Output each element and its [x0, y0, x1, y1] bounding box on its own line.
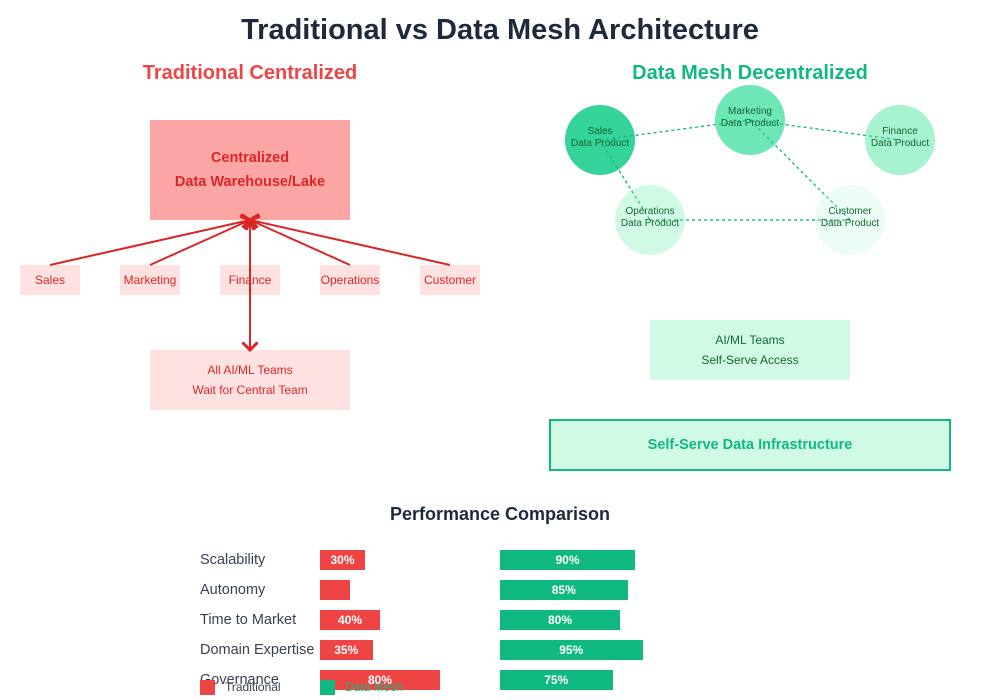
- dept-box-operations: [320, 265, 380, 295]
- warehouse-label-line2: Data Warehouse/Lake: [174, 174, 326, 190]
- flow-arrow-sales: [49, 220, 250, 266]
- performance-title: Performance Comparison: [389, 504, 611, 524]
- traditional-teams-line1: All AI/ML Teams: [207, 363, 293, 377]
- infrastructure-box: [549, 419, 951, 471]
- flow-arrow-marketing: [149, 220, 250, 266]
- flow-arrow-operations: [250, 220, 351, 266]
- infrastructure-label: Self-Serve Data Infrastructure: [647, 437, 853, 453]
- traditional-bar: 30%: [320, 550, 365, 570]
- traditional-bar: 35%: [320, 640, 373, 660]
- mesh-bar: 90%: [500, 550, 635, 570]
- dept-box-customer: [420, 265, 480, 295]
- mesh-node-label-operations: Operations Data Product: [600, 206, 700, 230]
- traditional-section-title: Traditional Centralized: [142, 62, 358, 84]
- mesh-bar: 95%: [500, 640, 643, 660]
- traditional-teams-label: All AI/ML Teams Wait for Central Team: [150, 350, 350, 410]
- dept-label-customer: Customer: [423, 273, 476, 287]
- mesh-node-name: Marketing: [728, 106, 772, 117]
- mesh-section-title: Data Mesh Decentralized: [632, 62, 868, 84]
- warehouse-label: Centralized Data Warehouse/Lake: [150, 120, 350, 220]
- mesh-bar: 85%: [500, 580, 628, 600]
- metric-label: Governance: [200, 672, 279, 688]
- dept-label-operations: Operations: [320, 273, 380, 287]
- mesh-teams-line2: Self-Serve Access: [701, 353, 799, 367]
- dept-label-finance: Finance: [228, 273, 272, 287]
- mesh-node-name: Customer: [828, 206, 872, 217]
- legend-label-traditional: Traditional: [225, 680, 281, 694]
- mesh-node-type: Data Product: [720, 118, 780, 129]
- mesh-node-type: Data Product: [870, 138, 930, 149]
- metric-label: Domain Expertise: [200, 642, 315, 658]
- mesh-node-name: Sales: [587, 126, 613, 137]
- mesh-node-type: Data Product: [570, 138, 630, 149]
- mesh-teams-line1: AI/ML Teams: [715, 333, 785, 347]
- legend-swatch-mesh: [320, 680, 335, 695]
- mesh-node-label-finance: Finance Data Product: [850, 126, 950, 150]
- mesh-node-label-marketing: Marketing Data Product: [700, 106, 800, 130]
- traditional-bar: 40%: [320, 610, 380, 630]
- flow-arrow-customer: [250, 220, 451, 266]
- dept-box-marketing: [120, 265, 180, 295]
- traditional-bar: [320, 580, 350, 600]
- mesh-bar: 75%: [500, 670, 613, 690]
- traditional-teams-line2: Wait for Central Team: [192, 383, 308, 397]
- mesh-bar: 80%: [500, 610, 620, 630]
- page-title: Traditional vs Data Mesh Architecture: [241, 14, 759, 46]
- legend-swatch-traditional: [200, 680, 215, 695]
- dept-box-sales: [20, 265, 80, 295]
- dept-label-marketing: Marketing: [123, 273, 177, 287]
- traditional-bar: 80%: [320, 670, 440, 690]
- metric-label: Scalability: [200, 552, 266, 568]
- dept-label-sales: Sales: [34, 273, 66, 287]
- legend-label-mesh: Data Mesh: [345, 680, 404, 694]
- mesh-node-type: Data Product: [820, 218, 880, 229]
- mesh-node-name: Finance: [882, 126, 918, 137]
- mesh-node-type: Data Product: [620, 218, 680, 229]
- warehouse-box: [150, 120, 350, 220]
- metric-label: Time to Market: [200, 612, 297, 628]
- mesh-node-label-customer: Customer Data Product: [800, 206, 900, 230]
- mesh-node-name: Operations: [625, 206, 675, 217]
- mesh-teams-label: AI/ML Teams Self-Serve Access: [650, 320, 850, 380]
- mesh-node-label-sales: Sales Data Product: [550, 126, 650, 150]
- mesh-ai-teams-box: [650, 320, 850, 380]
- warehouse-label-line1: Centralized: [210, 150, 290, 166]
- ai-teams-box: [150, 350, 350, 410]
- metric-label: Autonomy: [200, 582, 266, 598]
